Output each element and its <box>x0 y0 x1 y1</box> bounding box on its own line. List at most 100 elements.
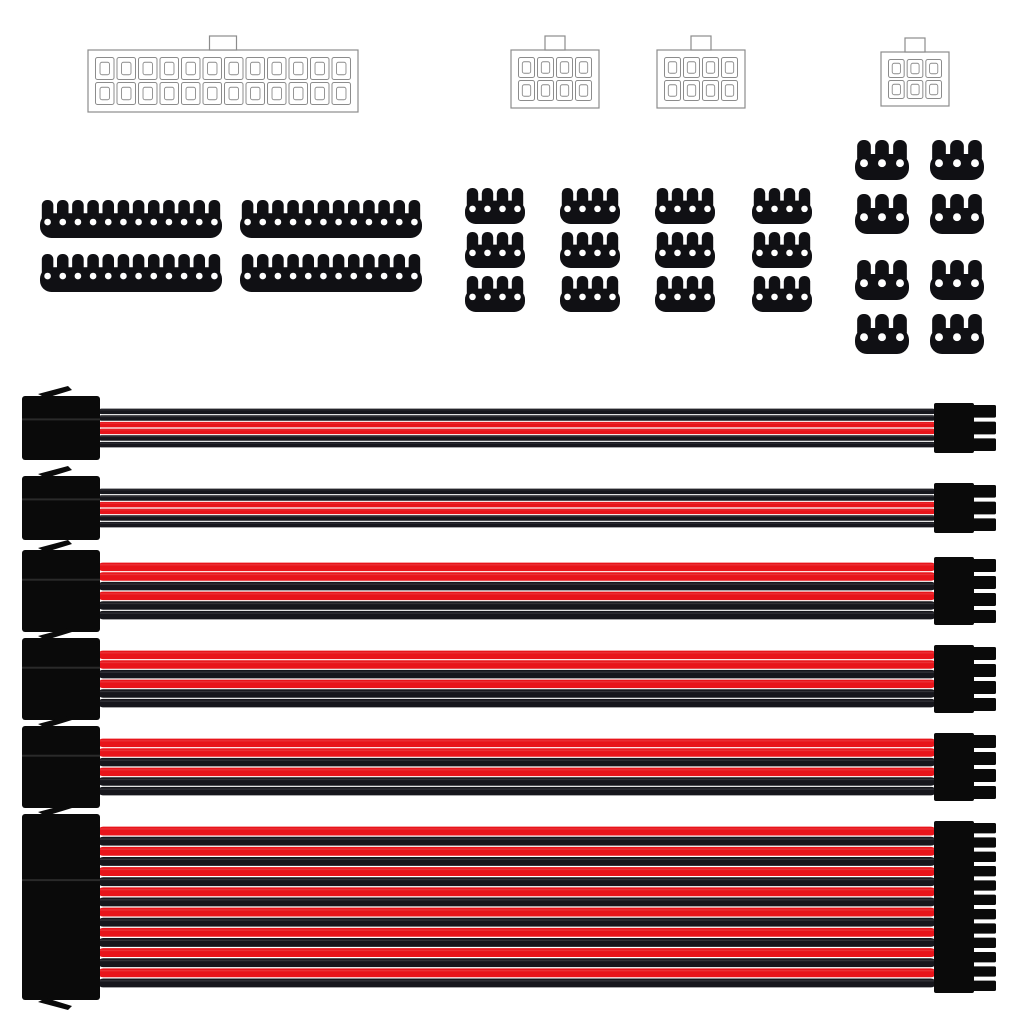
right-connector <box>934 557 974 625</box>
diagram-pin <box>556 80 573 101</box>
diagram-pin-inner <box>667 61 678 74</box>
comb-body <box>465 200 525 224</box>
comb-slot <box>350 218 358 226</box>
sleeve-wire <box>98 917 936 927</box>
left-connector <box>22 726 100 808</box>
comb-tooth <box>117 254 130 277</box>
comb-tooth <box>466 232 479 254</box>
diagram-pin-inner <box>891 62 901 75</box>
diagram-pin <box>138 57 158 80</box>
comb-slot <box>135 218 142 226</box>
comb-tooth <box>208 200 221 223</box>
sleeve-highlight <box>98 919 936 921</box>
comb-slot <box>304 272 312 280</box>
sleeve-highlight <box>98 969 936 972</box>
sleeve-wire <box>98 669 936 679</box>
diagram-pin-inner <box>705 61 716 74</box>
diagram-pin <box>310 82 330 105</box>
comb-slot <box>244 218 251 226</box>
comb-tooth <box>332 200 345 223</box>
diagram-pin <box>906 80 924 99</box>
diagram-pin-inner <box>250 61 261 76</box>
connector-ridge <box>22 418 100 421</box>
comb-slot <box>211 218 218 226</box>
sleeve-highlight <box>98 652 936 654</box>
diagram-pin-inner <box>724 84 735 97</box>
comb-tooth <box>41 200 54 223</box>
comb-body <box>655 244 715 268</box>
comb-tooth <box>511 188 524 210</box>
comb-slot <box>320 272 327 280</box>
sleeve-highlight <box>98 868 936 871</box>
comb-tooth <box>241 254 254 277</box>
sleeved-cables <box>22 386 996 1010</box>
left-connector <box>22 638 100 720</box>
sleeve-highlight <box>98 878 936 881</box>
sleeve-highlight <box>98 593 936 595</box>
diagram-pin-inner <box>559 84 570 97</box>
sleeve-highlight <box>98 828 936 830</box>
diagram-pin <box>721 57 738 78</box>
comb-tooth <box>481 276 494 298</box>
sleeve-wire <box>98 660 936 669</box>
comb-slot <box>659 249 666 257</box>
comb-slot <box>211 272 218 280</box>
comb-slot <box>289 272 297 280</box>
sleeve-wire <box>98 435 936 441</box>
sleeve-highlight <box>98 422 936 424</box>
sleeve-highlight <box>98 899 936 901</box>
diagram-pin-inner <box>293 61 304 76</box>
sleeve-wire <box>98 441 936 448</box>
sleeve-wire <box>98 867 936 877</box>
connector-ridge <box>22 498 100 501</box>
diagram-pin <box>202 57 222 80</box>
comb-slot <box>411 218 418 226</box>
cable-8pin-c <box>22 716 996 808</box>
sleeve-wire <box>98 689 936 698</box>
comb-tooth <box>591 232 604 254</box>
comb-tooth <box>932 260 946 284</box>
comb-tooth <box>511 232 524 254</box>
comb-slot <box>801 249 808 257</box>
diagram-latch <box>544 35 566 51</box>
diagram-pin <box>288 82 308 105</box>
comb-slot <box>564 205 571 213</box>
comb-8pin <box>752 276 812 312</box>
comb-slot <box>259 272 267 280</box>
comb-tooth <box>783 232 796 254</box>
sleeve-highlight <box>98 909 936 911</box>
comb-tooth <box>656 232 669 254</box>
comb-slot <box>514 205 521 213</box>
diagram-latch <box>208 35 238 51</box>
comb-tooth <box>561 276 574 298</box>
sleeve-highlight <box>98 888 936 891</box>
comb-tooth <box>671 188 684 210</box>
comb-tooth <box>481 232 494 254</box>
diagram-pin-inner <box>142 61 153 76</box>
comb-slot <box>896 159 904 168</box>
diagram-pin <box>95 82 115 105</box>
comb-tooth <box>132 200 145 223</box>
comb-6pin <box>930 314 984 354</box>
connector-ridge <box>22 666 100 669</box>
comb-6pin <box>855 194 909 234</box>
sleeve-highlight <box>98 661 936 664</box>
comb-tooth <box>132 254 145 277</box>
comb-slot <box>953 213 961 222</box>
comb-tooth <box>272 254 284 277</box>
sleeve-wire <box>98 562 936 572</box>
comb-slot <box>380 272 388 280</box>
connector-pin <box>972 405 996 418</box>
comb-tooth <box>701 188 714 210</box>
comb-tooth <box>241 200 254 223</box>
diagram-pin <box>925 80 942 99</box>
comb-tooth <box>606 232 619 254</box>
diagram-pin <box>245 57 265 80</box>
diagram-pin <box>116 57 136 80</box>
comb-tooth <box>408 254 421 277</box>
diagram-pin-inner <box>929 83 939 96</box>
comb-tooth <box>875 314 889 338</box>
comb-tooth <box>496 188 509 210</box>
diagram-pin-inner <box>667 84 678 97</box>
sleeve-highlight <box>98 573 936 576</box>
